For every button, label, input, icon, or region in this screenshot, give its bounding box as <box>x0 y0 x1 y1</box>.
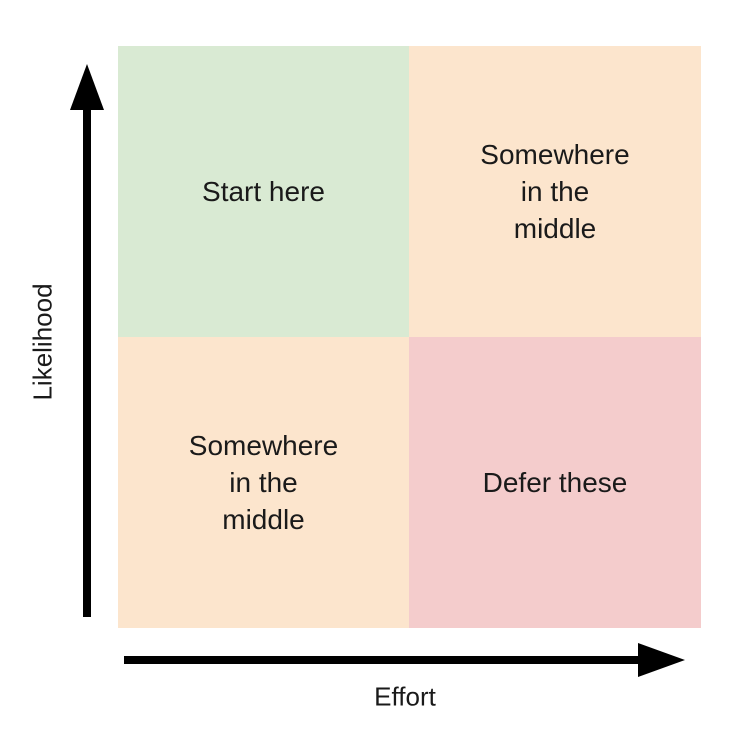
quadrant-label-start-here: Start here <box>202 176 325 207</box>
quadrant-label-defer-these: Defer these <box>482 467 628 498</box>
x-axis-arrowhead <box>638 643 685 677</box>
quadrant-defer-these: Defer these <box>409 337 701 628</box>
quadrant-middle-top: Somewhere in the middle <box>409 46 701 337</box>
quadrant-label-middle-bottom: Somewhere in the middle <box>188 430 339 535</box>
y-axis-label: Likelihood <box>27 283 58 401</box>
x-axis-label: Effort <box>374 681 436 712</box>
priority-matrix: Start here Somewhere in the middle Somew… <box>118 46 701 628</box>
quadrant-label-middle-top: Somewhere in the middle <box>480 139 630 244</box>
y-axis-arrowhead <box>70 64 104 110</box>
quadrant-start-here: Start here <box>118 46 409 337</box>
quadrant-middle-bottom: Somewhere in the middle <box>118 337 409 628</box>
